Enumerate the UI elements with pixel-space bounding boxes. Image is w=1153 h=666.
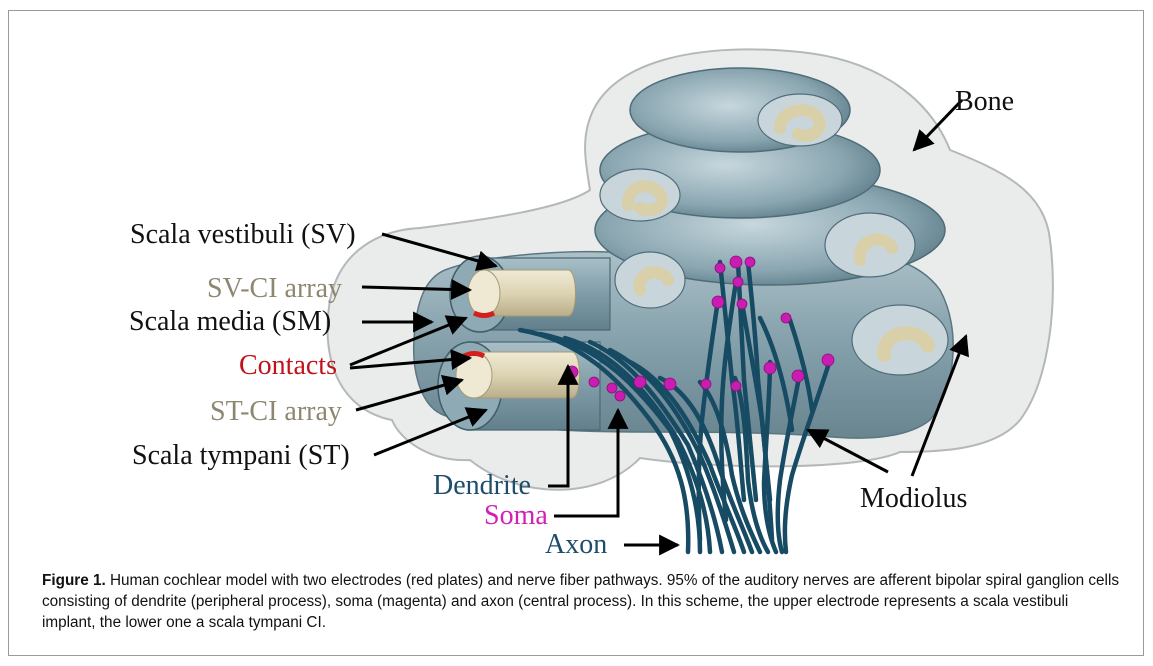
cochlea-figure: Bone Scala vestibuli (SV) SV-CI array Sc…: [0, 0, 1153, 566]
label-sv-ci-array: SV-CI array: [207, 273, 342, 304]
caption-text: Human cochlear model with two electrodes…: [42, 572, 1119, 631]
label-st-ci-array: ST-CI array: [210, 396, 342, 427]
label-scala-media: Scala media (SM): [129, 306, 331, 337]
st-contact: [464, 354, 484, 357]
caption-label: Figure 1.: [42, 572, 106, 589]
label-bone: Bone: [955, 86, 1014, 117]
label-contacts: Contacts: [239, 350, 337, 381]
figure-caption: Figure 1. Human cochlear model with two …: [42, 570, 1122, 633]
sv-ci-array-end: [468, 270, 500, 316]
label-scala-tympani: Scala tympani (ST): [132, 440, 350, 471]
label-scala-vestibuli: Scala vestibuli (SV): [130, 219, 356, 250]
label-dendrite: Dendrite: [433, 470, 531, 501]
label-modiolus: Modiolus: [860, 483, 967, 514]
turn-opening: [615, 252, 685, 308]
label-axon: Axon: [545, 529, 607, 560]
sv-contact: [474, 313, 494, 316]
label-soma: Soma: [484, 500, 548, 531]
